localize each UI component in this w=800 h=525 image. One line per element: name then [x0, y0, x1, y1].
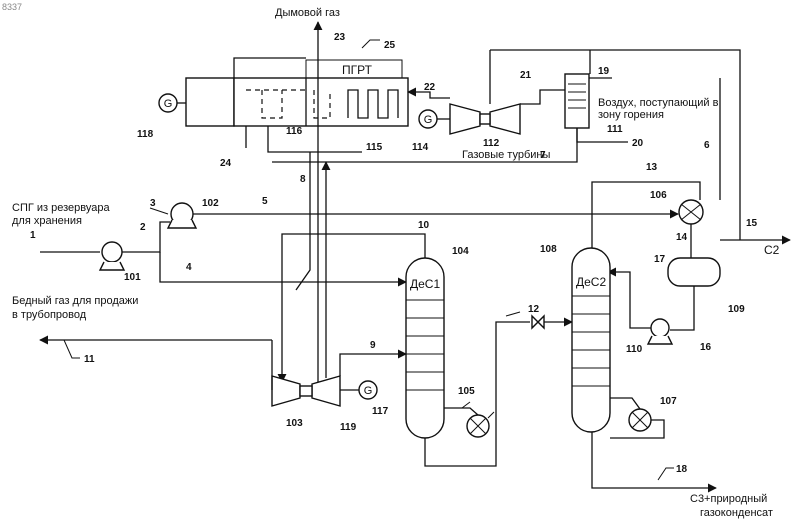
lng-source-label-1: СПГ из резервуара — [12, 202, 110, 214]
lean-gas-label-1: Бедный газ для продажи — [12, 295, 138, 307]
reboiler-107 — [629, 409, 651, 431]
heat-exchanger-106 — [679, 200, 703, 224]
pump-101 — [100, 242, 124, 270]
label-7: 7 — [540, 150, 546, 161]
label-10: 10 — [418, 220, 430, 231]
label-111: 111 — [607, 124, 623, 135]
document-id: 8337 — [2, 2, 22, 12]
hrsg-unit — [234, 78, 408, 126]
hrsg-label: ПГРТ — [342, 63, 373, 77]
lean-gas-label-2: в трубопровод — [12, 309, 87, 321]
label-17: 17 — [654, 254, 666, 265]
label-112: 112 — [483, 138, 500, 149]
label-5: 5 — [262, 196, 268, 207]
label-107: 107 — [660, 396, 677, 407]
compressor-102 — [168, 203, 196, 228]
svg-text:G: G — [364, 385, 373, 397]
gas-turbines-label: Газовые турбины — [462, 149, 550, 161]
label-110: 110 — [626, 344, 643, 355]
label-102: 102 — [202, 198, 219, 209]
label-8: 8 — [300, 174, 306, 185]
label-22: 22 — [424, 82, 436, 93]
label-3: 3 — [150, 198, 156, 209]
label-16: 16 — [700, 342, 712, 353]
c3-label-2: газоконденсат — [700, 507, 773, 519]
gas-turbine-112 — [450, 104, 520, 134]
label-103: 103 — [286, 418, 303, 429]
label-12: 12 — [528, 304, 540, 315]
flue-gas-label: Дымовой газ — [275, 7, 340, 19]
label-14: 14 — [676, 232, 688, 243]
label-23: 23 — [334, 32, 346, 43]
label-20: 20 — [632, 138, 644, 149]
svg-text:G: G — [164, 98, 173, 110]
label-118: 118 — [137, 129, 154, 140]
label-21: 21 — [520, 70, 532, 81]
svg-text:G: G — [424, 114, 433, 126]
label-106: 106 — [650, 190, 667, 201]
expander-103 — [272, 376, 300, 406]
label-1: 1 — [30, 230, 36, 241]
label-15: 15 — [746, 218, 758, 229]
reboiler-105 — [467, 415, 489, 437]
air-heater-111 — [565, 74, 589, 128]
air-label-2: зону горения — [598, 109, 664, 121]
lng-source-label-2: для хранения — [12, 215, 82, 227]
label-18: 18 — [676, 464, 688, 475]
compressor-119 — [312, 376, 340, 406]
label-116: 116 — [286, 126, 303, 137]
label-101: 101 — [124, 272, 141, 283]
label-115: 115 — [366, 142, 383, 153]
generator-118: G — [159, 94, 177, 112]
label-119: 119 — [340, 422, 357, 433]
label-24: 24 — [220, 158, 232, 169]
label-11: 11 — [84, 354, 95, 365]
dec1-label: ДеС1 — [410, 277, 440, 291]
control-valve-12 — [532, 316, 544, 328]
label-114: 114 — [412, 142, 429, 153]
label-2: 2 — [140, 222, 146, 233]
c2-label: C2 — [764, 243, 780, 257]
generator-117: G — [359, 381, 377, 399]
label-4: 4 — [186, 262, 192, 273]
dec2-label: ДеС2 — [576, 275, 606, 289]
label-25: 25 — [384, 40, 396, 51]
label-108: 108 — [540, 244, 557, 255]
label-104: 104 — [452, 246, 469, 257]
generator-114: G — [419, 110, 437, 128]
c3-label-1: C3+природный — [690, 493, 767, 505]
air-label-1: Воздух, поступающий в — [598, 97, 719, 109]
label-13: 13 — [646, 162, 658, 173]
boiler-block — [186, 78, 234, 126]
label-19: 19 — [598, 66, 610, 77]
label-117: 117 — [372, 406, 389, 417]
label-109: 109 — [728, 304, 745, 315]
label-105: 105 — [458, 386, 475, 397]
pump-110 — [648, 319, 672, 344]
label-9: 9 — [370, 340, 376, 351]
label-6: 6 — [704, 140, 710, 151]
separator-109 — [668, 258, 720, 286]
